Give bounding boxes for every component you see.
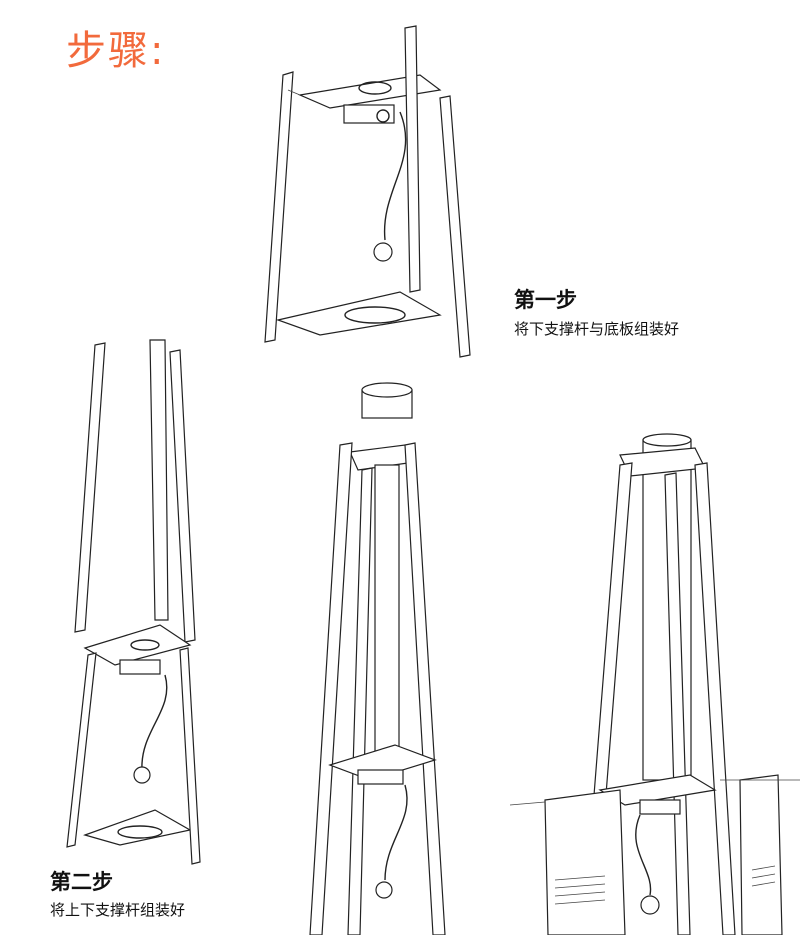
step1-heading: 第一步 [514,288,577,312]
step2-description: 将上下支撑杆组装好 [50,901,186,919]
steps-title: 步骤: [66,28,166,74]
step1-illustration [264,25,471,358]
step4-illustration [509,433,800,935]
step3-illustration [309,382,446,935]
step2-heading: 第二步 [50,870,113,894]
step1-description: 将下支撑杆与底板组装好 [514,320,680,338]
step2-illustration [66,339,201,865]
